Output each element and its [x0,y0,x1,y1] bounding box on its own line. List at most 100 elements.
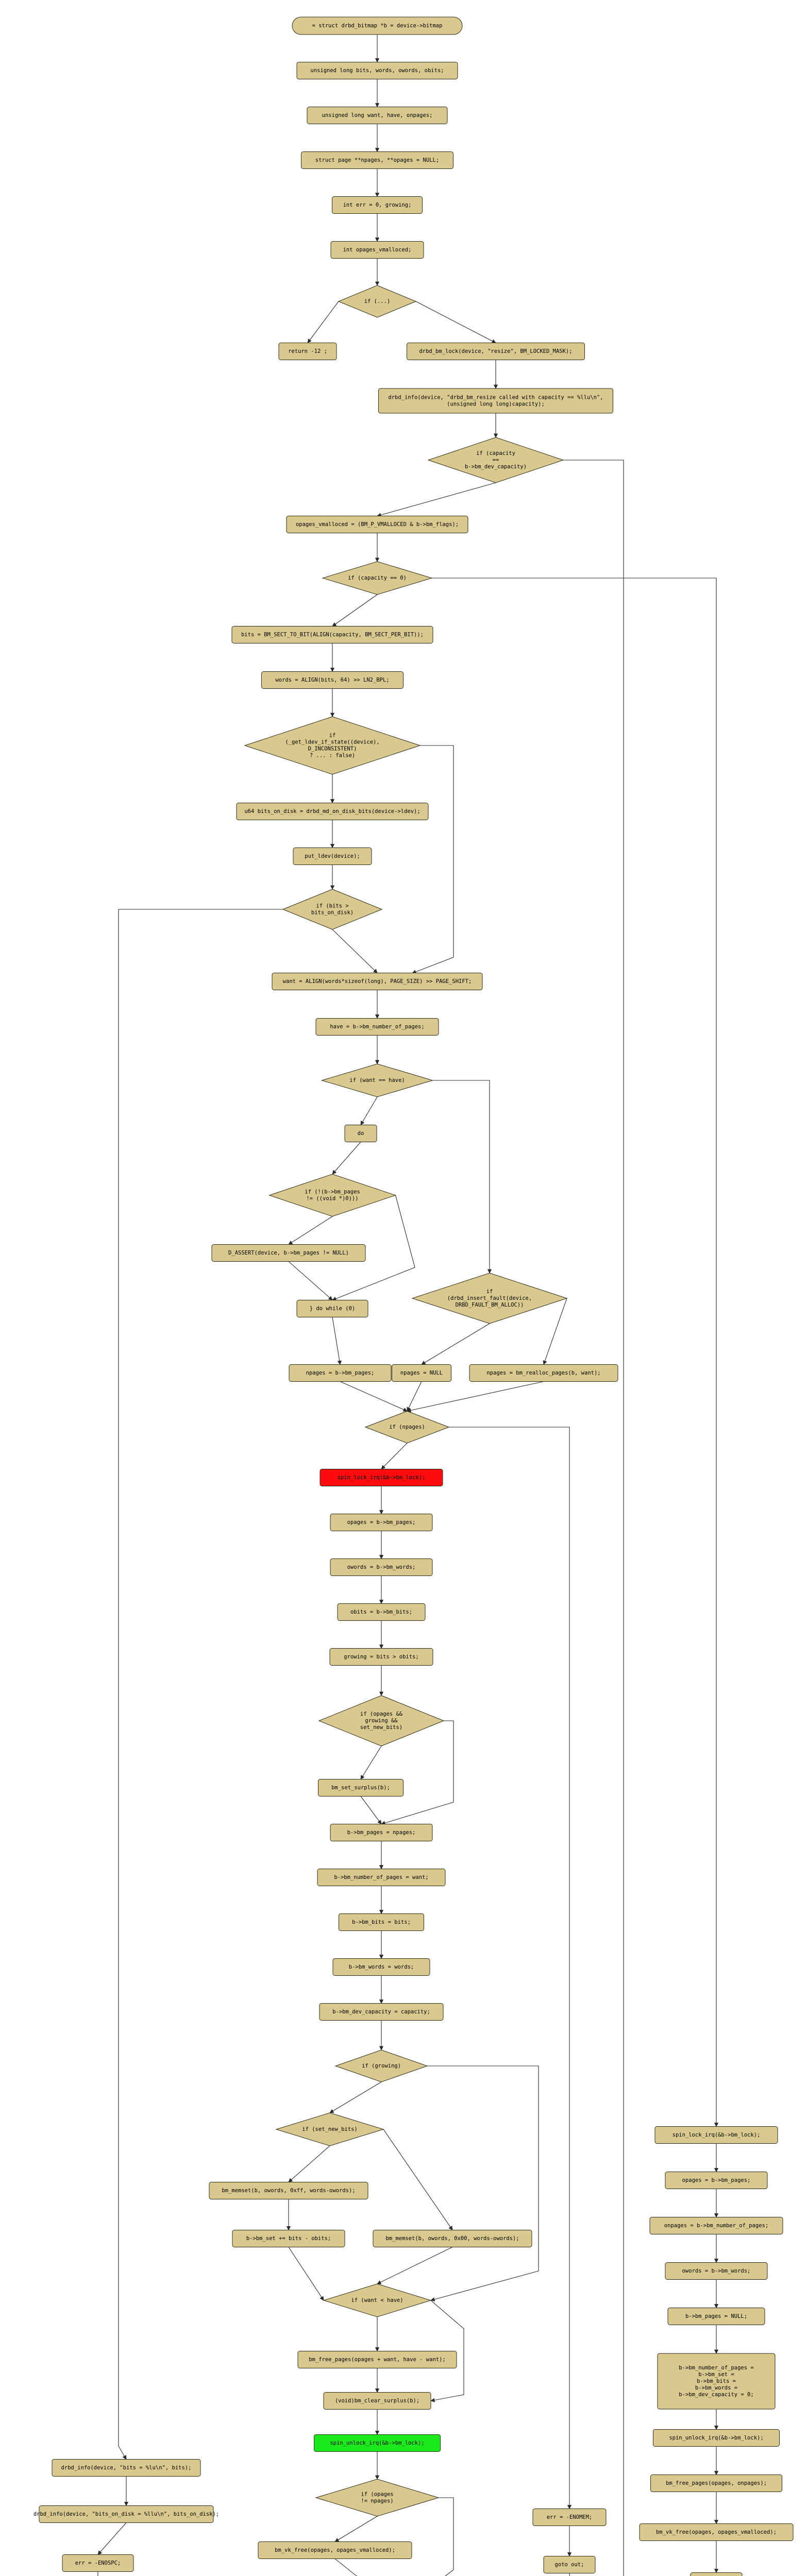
flow-node-spin_unlock_zero: spin_unlock_irq(&b->bm_lock); [653,2429,780,2447]
node-label-spin_lock_zero: spin_lock_irq(&b->bm_lock); [672,2132,761,2138]
flow-node-if_set_new_bits: if (set_new_bits) [275,2112,384,2146]
flow-edge-if_expect-return_enomem_early [307,301,339,344]
flow-edge-if_npages-err_enomem [449,1427,572,2510]
flow-edge-d_assert-do_while [288,1261,333,1301]
node-label-decl_err: int err = 0, growing; [343,202,412,208]
flow-edge-npages_from_b-if_npages [340,1381,408,1412]
flow-node-owords_zero: owords = b->bm_words; [665,2262,768,2280]
node-shape-return_enomem_early [278,343,337,360]
node-label-pages_null_zero: b->bm_pages = NULL; [685,2313,747,2319]
flow-node-if_same_capacity: if (capacity==b->bm_dev_capacity) [427,437,564,483]
node-label-if_set_new_bits: if (set_new_bits) [302,2126,357,2132]
node-label-goto_out_enomem: goto out; [555,2562,584,2568]
flow-node-d_assert: D_ASSERT(device, b->bm_pages != NULL) [211,1244,366,1262]
flow-node-free_pages_tail: bm_free_pages(opages + want, have - want… [297,2351,457,2368]
flow-edge-npages_realloc-if_npages [407,1381,544,1413]
node-label-if_set_surplus: if (opages &&growing &&set_new_bits) [360,1711,403,1731]
node-label-calc_words: words = ALIGN(bits, 64) >> LN2_BPL; [275,677,389,683]
node-label-info_called: drbd_info(device, "drbd_bm_resize called… [388,395,603,408]
flow-edge-if_same_capacity-label_out [563,460,624,2576]
flow-edge-if_growing-if_want_lt_have [427,2065,539,2302]
flow-node-onpages_zero: onpages = b->bm_number_of_pages; [649,2217,783,2234]
node-shape-set_words [332,1958,430,1976]
node-shape-calc_words [261,671,404,689]
node-label-decl_vmalloced: int opages_vmalloced; [343,247,412,253]
node-shape-obits_save [337,1603,426,1621]
flow-node-spin_unlock: spin_unlock_irq(&b->bm_lock); [314,2434,441,2452]
node-shape-clear_surplus [323,2392,431,2410]
decision-shape-if_set_surplus [318,1695,445,1747]
node-label-spin_lock: spin_lock_irq(&b->bm_lock); [338,1475,426,1481]
flow-edge-info_bits_on_disk-err_enospc [97,2522,127,2555]
node-label-free_pages_tail: bm_free_pages(opages + want, have - want… [309,2357,446,2363]
flow-node-set_words: b->bm_words = words; [332,1958,430,1976]
node-label-calc_have: have = b->bm_number_of_pages; [330,1024,424,1030]
flow-edges [97,35,719,2576]
flow-edge-goto_out_enomem-label_out [569,2573,570,2576]
node-label-if_want_eq_have: if (want == have) [349,1077,405,1083]
flow-node-decl_err: int err = 0, growing; [332,196,423,214]
node-label-bm_set_surplus: bm_set_surplus(b); [331,1785,390,1791]
node-shape-set_bits [339,1913,424,1931]
node-label-obits_save: obits = b->bm_bits; [350,1609,412,1615]
node-label-info_bits_on_disk: drbd_info(device, "bits_on_disk = %llu\n… [33,2511,219,2517]
flow-node-memset_00: bm_memset(b, owords, 0x00, words-owords)… [373,2230,532,2247]
node-shape-put_ldev [293,848,372,865]
node-label-opages_zero: opages = b->bm_pages; [682,2177,751,2183]
decision-shape-if_insert_fault [411,1273,568,1324]
node-shape-pages_null_zero [667,2308,765,2325]
node-label-owords_save: owords = b->bm_words; [347,1564,416,1570]
flow-edge-if_set_surplus-bm_set_surplus [360,1745,382,1780]
flow-node-if_npages: if (npages) [364,1411,450,1444]
flow-edge-if_capacity_zero-spin_lock_zero [432,578,719,2127]
node-label-onpages_zero: onpages = b->bm_number_of_pages; [664,2223,768,2229]
flow-node-calc_have: have = b->bm_number_of_pages; [315,1018,439,1036]
node-label-decl_want: unsigned long want, have, onpages; [322,112,433,118]
flow-node-clear_surplus: (void)bm_clear_surplus(b); [323,2392,431,2410]
flow-node-obits_save: obits = b->bm_bits; [337,1603,426,1621]
flow-node-err_enomem: err = -ENOMEM; [532,2509,607,2526]
flow-node-return_enomem_early: return -12 ; [278,343,337,360]
node-label-free_pages_zero: bm_free_pages(opages, onpages); [666,2480,767,2486]
node-label-zero_all: b->bm_number_of_pages =b->bm_set =b->bm_… [679,2365,753,2398]
flow-node-calc_bits: bits = BM_SECT_TO_BIT(ALIGN(capacity, BM… [231,626,433,643]
node-label-calc_growing: growing = bits > obits; [344,1654,418,1660]
decision-shape-if_same_capacity [427,437,564,483]
node-shape-npages_null [392,1364,451,1382]
flow-node-bm_set_surplus: bm_set_surplus(b); [318,1779,404,1797]
flow-node-free_pages_zero: bm_free_pages(opages, onpages); [650,2475,782,2492]
node-label-if_get_ldev: if(_get_ldev_if_state((device),D_INCONSI… [285,733,379,759]
flow-node-goto_out_zero: goto out; [690,2572,743,2576]
node-shape-set_number [317,1869,446,1886]
node-label-do_block: do [358,1130,364,1137]
node-label-info_bits: drbd_info(device, "bits = %lu\n", bits); [61,2465,192,2471]
node-label-spin_unlock: spin_unlock_irq(&b->bm_lock); [330,2440,424,2446]
flow-edge-if_assert-d_assert [288,1216,333,1245]
node-shape-free_pages_tail [297,2351,457,2368]
node-shape-decl_err [332,196,423,214]
flow-node-decl_vmalloced: int opages_vmalloced; [330,241,424,259]
flow-node-vk_free_main: bm_vk_free(opages, opages_vmalloced); [258,2541,412,2559]
flow-node-if_insert_fault: if(drbd_insert_fault(device,DRBD_FAULT_B… [411,1273,568,1324]
node-shape-owords_zero [665,2262,768,2280]
node-shape-free_pages_zero [650,2475,782,2492]
decision-shape-if_capacity_zero [322,561,433,595]
node-label-spin_unlock_zero: spin_unlock_irq(&b->bm_lock); [669,2435,763,2441]
node-shape-spin_unlock [314,2434,441,2452]
flow-node-info_called: drbd_info(device, "drbd_bm_resize called… [378,388,613,414]
node-label-vk_free_zero: bm_vk_free(opages, opages_vmalloced); [656,2529,777,2535]
flow-node-decl_npages: struct page **npages, **opages = NULL; [301,151,453,169]
flow-node-set_capacity: b->bm_dev_capacity = capacity; [319,2003,444,2021]
node-label-return_enomem_early: return -12 ; [288,348,327,354]
node-label-clear_surplus: (void)bm_clear_surplus(b); [335,2398,419,2404]
node-label-d_assert: D_ASSERT(device, b->bm_pages != NULL) [228,1250,349,1256]
node-label-set_number: b->bm_number_of_pages = want; [334,1874,428,1880]
flow-edge-if_bits_gt-calc_want [332,929,378,974]
flow-node-err_enospc: err = -ENOSPC; [62,2554,134,2572]
node-label-memset_00: bm_memset(b, owords, 0x00, words-owords)… [385,2235,519,2242]
node-label-decl_bits: unsigned long bits, words, owords, obits… [310,67,444,74]
flow-edge-if_opages_ne-vk_free_main [334,2516,378,2542]
node-label-set_bits: b->bm_bits = bits; [352,1919,411,1925]
node-label-if_assert: if (!(b->bm_pages!= ((void *)0))) [305,1189,360,1202]
